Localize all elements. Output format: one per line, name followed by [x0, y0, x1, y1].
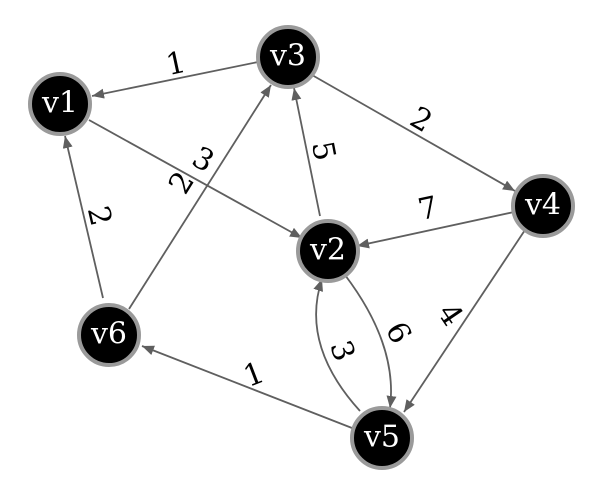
- node-v4[interactable]: v4: [511, 174, 575, 238]
- edge-v4-v5: [403, 229, 526, 413]
- node-v1[interactable]: v1: [28, 72, 92, 136]
- node-label-v6: v6: [90, 317, 127, 352]
- weight-v5-v2: 3: [322, 336, 361, 366]
- weight-v4-v2: 7: [415, 190, 441, 228]
- weight-v3-v4: 2: [404, 100, 438, 140]
- edges: [62, 61, 526, 429]
- edge-v4-v2: [356, 211, 515, 249]
- weight-v5-v6: 1: [239, 355, 269, 395]
- node-label-v1: v1: [41, 86, 78, 121]
- weight-v3-v1: 1: [163, 45, 189, 83]
- edge-v5-v2: [313, 278, 361, 412]
- weight-v6-v1: 2: [80, 203, 118, 229]
- node-v5[interactable]: v5: [350, 406, 414, 470]
- node-label-v4: v4: [524, 188, 561, 223]
- node-label-v5: v5: [363, 420, 400, 455]
- edge-v1-v2: [88, 119, 303, 239]
- node-label-v2: v2: [309, 233, 346, 268]
- edge-v3-v1: [91, 61, 259, 99]
- node-label-v3: v3: [269, 39, 306, 74]
- edge-v6-v1: [62, 135, 104, 299]
- node-v3[interactable]: v3: [256, 25, 320, 89]
- edge-v2-v5: [344, 274, 397, 409]
- edge-v5-v6: [141, 345, 353, 429]
- edge-v2-v3: [291, 87, 321, 217]
- weight-v2-v3: 5: [304, 138, 342, 163]
- node-v6[interactable]: v6: [77, 303, 141, 367]
- node-v2[interactable]: v2: [296, 219, 360, 283]
- edge-v6-v3: [128, 84, 272, 310]
- weight-v4-v5: 4: [430, 297, 470, 332]
- edge-v3-v4: [311, 74, 516, 192]
